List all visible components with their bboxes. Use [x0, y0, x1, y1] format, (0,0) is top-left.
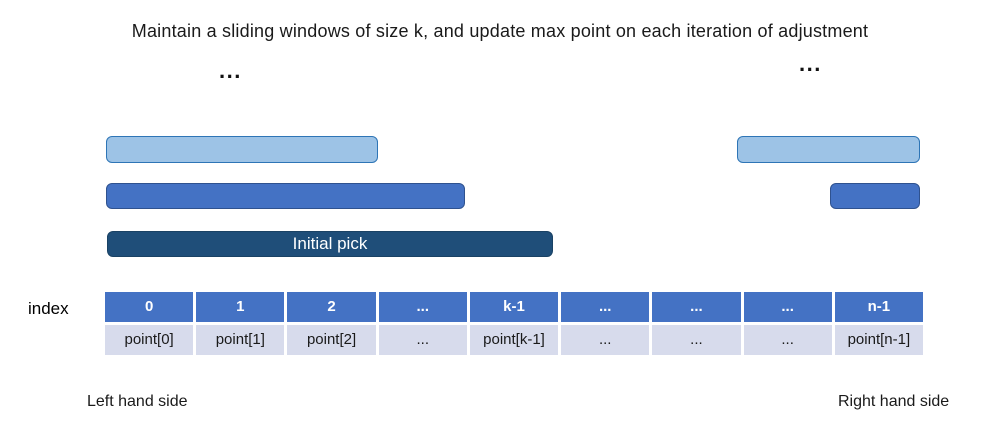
table-header-cell: 2 [287, 292, 376, 322]
table-value-cell: point[1] [196, 325, 285, 355]
window-bar-left-light [106, 136, 378, 163]
index-table: 0 1 2 ... k-1 ... ... ... n-1 point[0] p… [105, 292, 923, 355]
window-bar-right-medium [830, 183, 920, 209]
table-header-cell: 0 [105, 292, 194, 322]
initial-pick-label: Initial pick [292, 234, 368, 253]
table-header-cell: ... [378, 292, 467, 322]
ellipsis-left: ... [219, 58, 242, 83]
window-bar-right-light [737, 136, 920, 163]
table-value-cell: ... [561, 325, 650, 355]
table-header-cell: ... [652, 292, 741, 322]
window-bar-left-medium [106, 183, 465, 209]
table-header-cell: ... [561, 292, 650, 322]
initial-pick-bar: Initial pick [107, 231, 553, 257]
table-value-cell: point[k-1] [469, 325, 559, 355]
table-value-cell: ... [743, 325, 832, 355]
table-value-cell: ... [652, 325, 741, 355]
table-value-cell: point[2] [287, 325, 376, 355]
table-header-cell: 1 [196, 292, 285, 322]
ellipsis-right: ... [799, 51, 822, 76]
left-hand-side-label: Left hand side [87, 393, 188, 410]
table-header-cell: n-1 [834, 292, 923, 322]
table-header-cell: k-1 [469, 292, 559, 322]
right-hand-side-label: Right hand side [838, 393, 950, 410]
table-value-cell: point[0] [105, 325, 194, 355]
table-value-cell: ... [378, 325, 467, 355]
diagram-title: Maintain a sliding windows of size k, an… [131, 21, 869, 41]
table-header-cell: ... [743, 292, 832, 322]
index-row-label: index [28, 299, 69, 318]
table-value-cell: point[n-1] [834, 325, 923, 355]
